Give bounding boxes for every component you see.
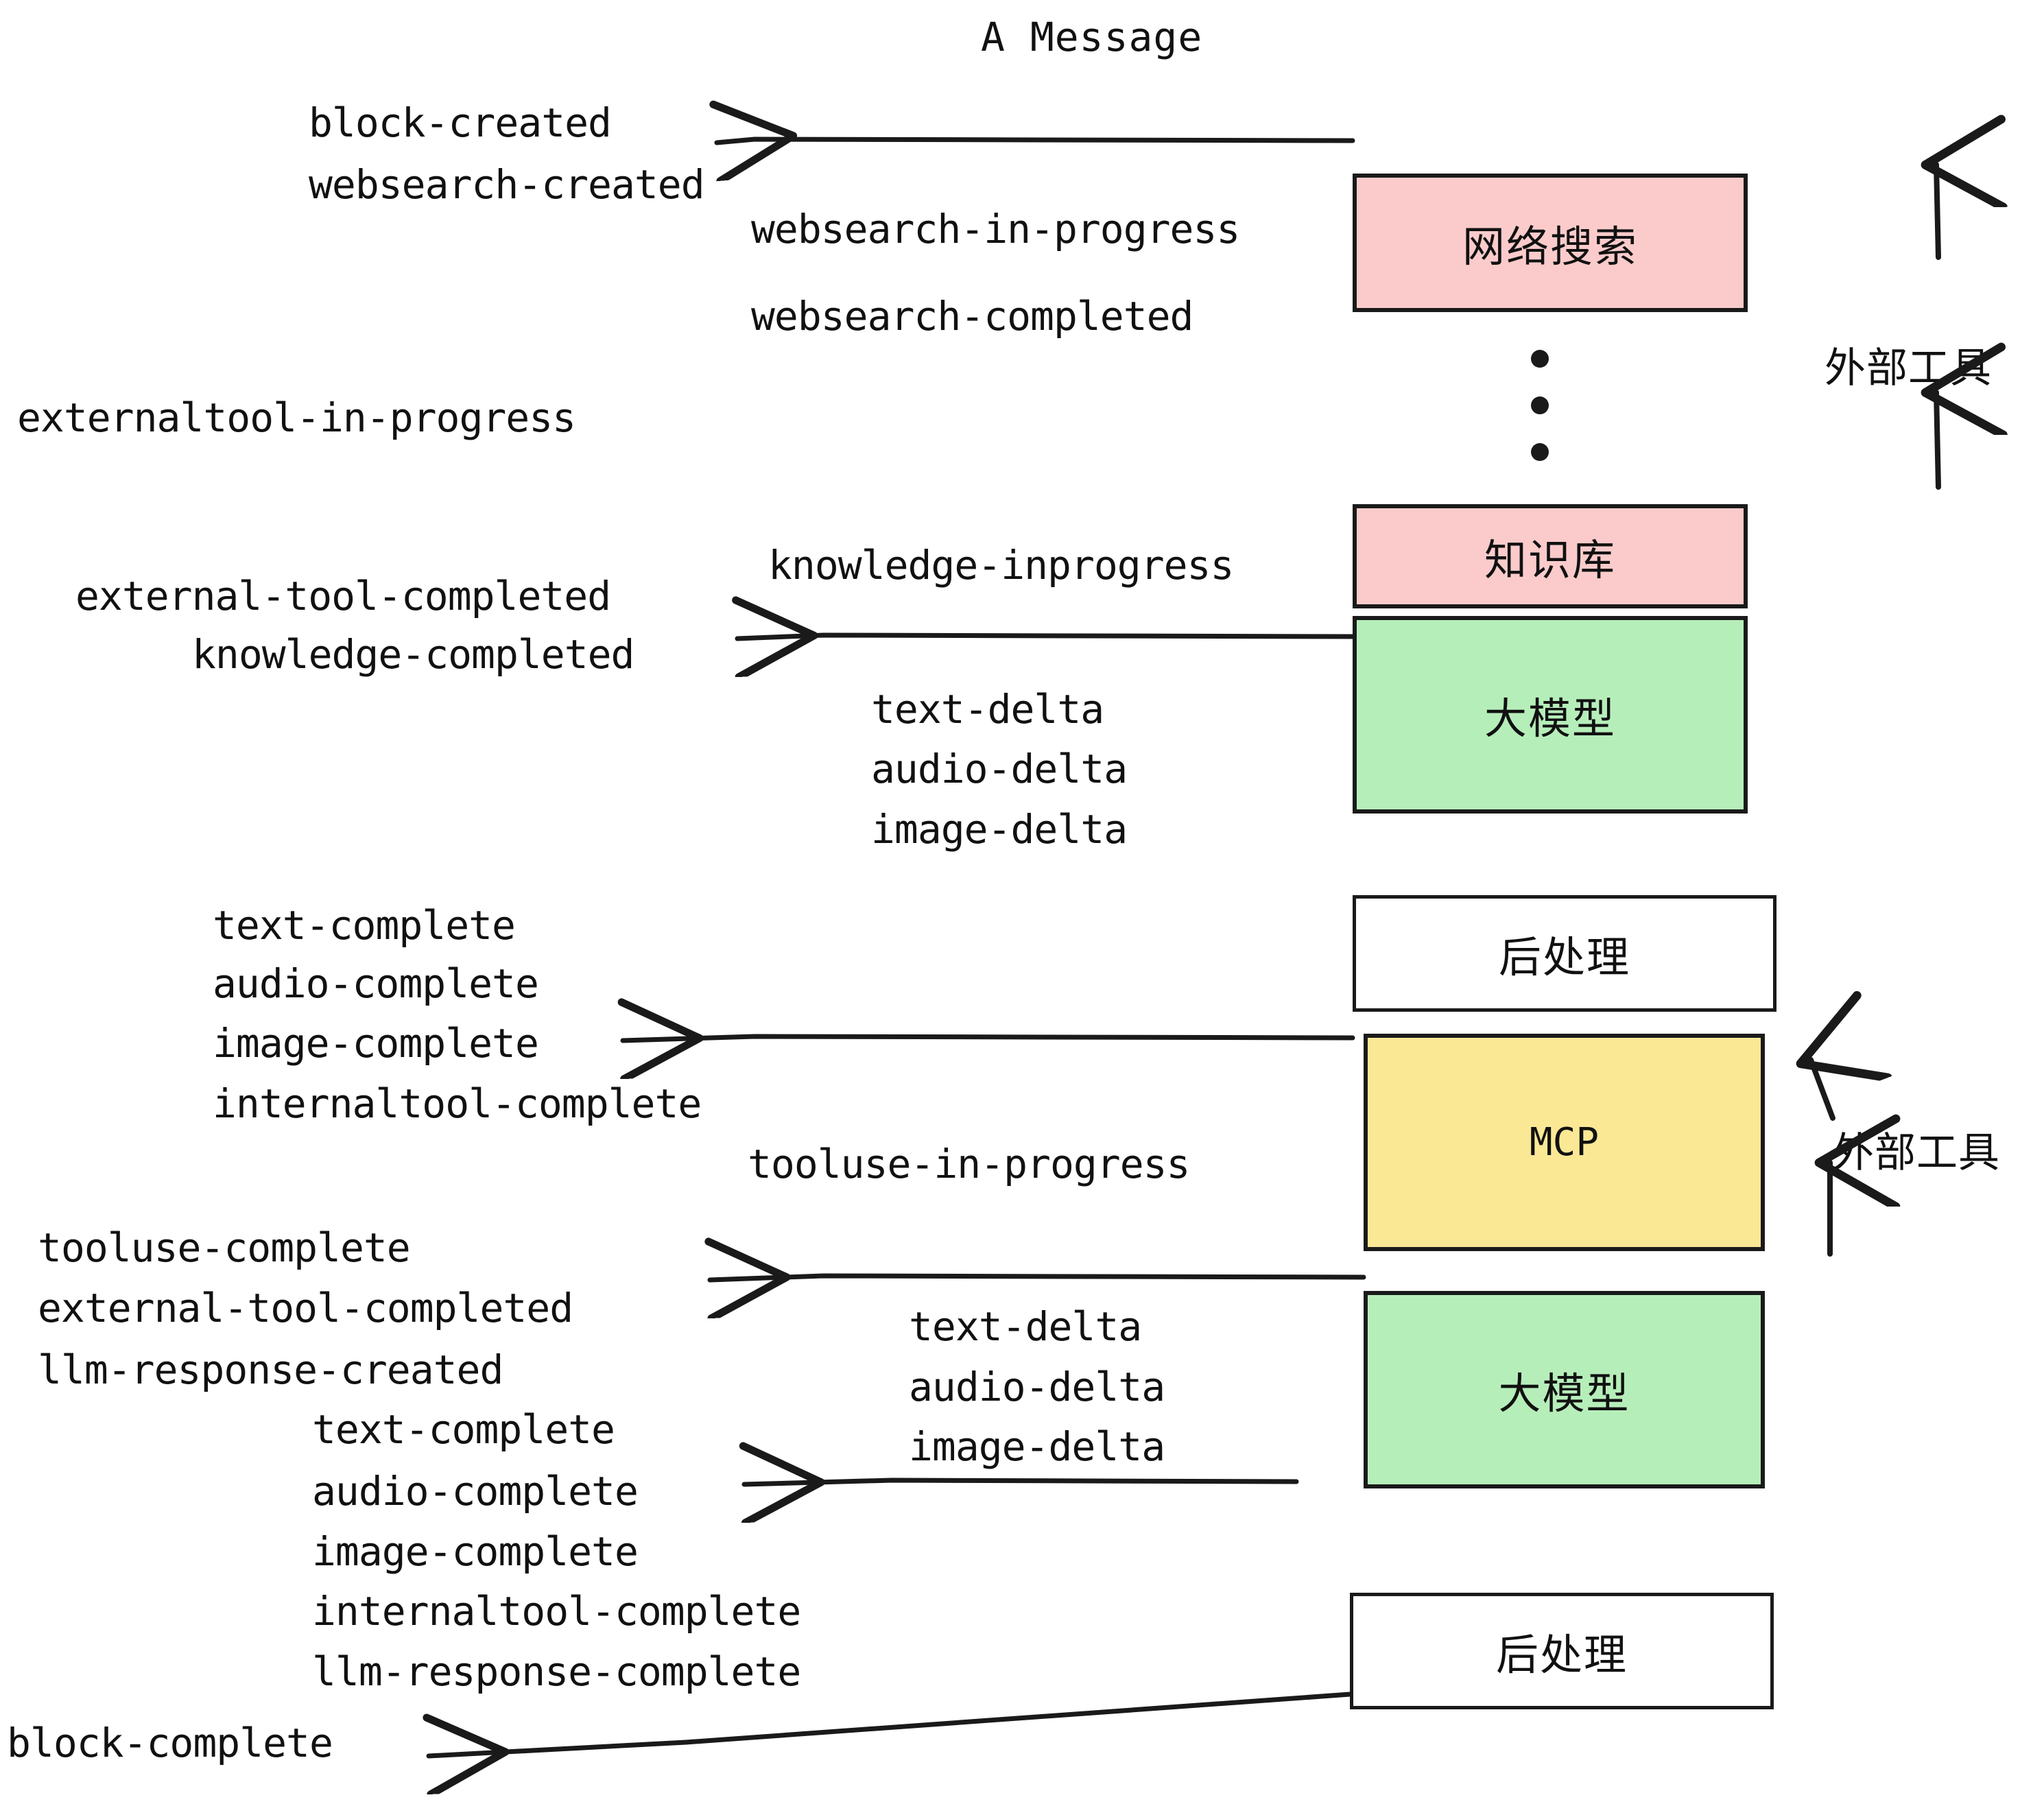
dot bbox=[1531, 396, 1549, 414]
node-llm-2-label: 大模型 bbox=[1498, 1368, 1630, 1419]
arrow-llm2-to-audio-complete bbox=[744, 1480, 1299, 1484]
node-postproc-1[interactable]: 后处理 bbox=[1353, 895, 1776, 1012]
node-postproc-1-label: 后处理 bbox=[1498, 932, 1630, 982]
node-postproc-2[interactable]: 后处理 bbox=[1350, 1593, 1774, 1709]
event-audio-complete-1: audio-complete bbox=[213, 960, 539, 1007]
node-mcp-label: MCP bbox=[1529, 1120, 1600, 1165]
node-llm-1[interactable]: 大模型 bbox=[1353, 616, 1748, 814]
page-title: A Message bbox=[981, 14, 1203, 60]
event-websearch-in-progress: websearch-in-progress bbox=[751, 206, 1240, 252]
event-image-delta-2: image-delta bbox=[909, 1423, 1165, 1470]
dot bbox=[1531, 350, 1549, 368]
event-knowledge-completed: knowledge-completed bbox=[192, 631, 634, 678]
node-websearch-label: 网络搜索 bbox=[1462, 222, 1638, 272]
event-text-complete-1: text-complete bbox=[213, 902, 516, 949]
event-internaltool-complete-1: internaltool-complete bbox=[213, 1080, 702, 1127]
dot bbox=[1531, 443, 1549, 461]
event-websearch-completed: websearch-completed bbox=[751, 293, 1193, 340]
event-llm-response-created: llm-response-created bbox=[38, 1346, 503, 1393]
node-websearch[interactable]: 网络搜索 bbox=[1353, 174, 1748, 312]
node-mcp[interactable]: MCP bbox=[1364, 1034, 1765, 1251]
event-externaltool-in-progress: externaltool-in-progress bbox=[17, 394, 576, 441]
node-llm-2[interactable]: 大模型 bbox=[1364, 1291, 1765, 1488]
event-text-delta-2: text-delta bbox=[909, 1303, 1142, 1350]
event-external-tool-completed-2: external-tool-completed bbox=[38, 1285, 573, 1331]
arrow-external-tools-top-down bbox=[1936, 392, 1938, 490]
arrow-websearch-to-block-created bbox=[717, 139, 1355, 143]
event-text-complete-2: text-complete bbox=[312, 1406, 615, 1453]
event-tooluse-in-progress: tooluse-in-progress bbox=[748, 1141, 1190, 1187]
event-audio-delta-1: audio-delta bbox=[871, 746, 1128, 792]
arrow-external-tools-bottom-up bbox=[1811, 1060, 1833, 1121]
side-label-external-tools-bottom: 外部工具 bbox=[1833, 1129, 2000, 1177]
event-external-tool-completed-1: external-tool-completed bbox=[75, 573, 611, 619]
node-knowledge[interactable]: 知识库 bbox=[1353, 504, 1748, 608]
arrow-mcp-to-tooluse-complete bbox=[710, 1276, 1366, 1280]
event-audio-delta-2: audio-delta bbox=[909, 1364, 1165, 1410]
event-websearch-created: websearch-created bbox=[309, 161, 705, 208]
event-block-created: block-created bbox=[309, 99, 612, 146]
event-text-delta-1: text-delta bbox=[871, 686, 1104, 733]
arrow-knowledge-to-knowledge-completed bbox=[737, 635, 1355, 639]
arrow-external-tools-top-up bbox=[1936, 165, 1938, 260]
node-llm-1-label: 大模型 bbox=[1484, 693, 1616, 744]
event-tooluse-complete: tooluse-complete bbox=[38, 1224, 411, 1271]
event-internaltool-complete-2: internaltool-complete bbox=[312, 1588, 801, 1635]
event-knowledge-inprogress: knowledge-inprogress bbox=[768, 542, 1234, 589]
event-block-complete: block-complete bbox=[7, 1720, 333, 1766]
arrow-postproc2-to-block-complete bbox=[429, 1692, 1353, 1756]
event-audio-complete-2: audio-complete bbox=[312, 1468, 639, 1515]
event-llm-response-complete: llm-response-complete bbox=[312, 1648, 801, 1695]
node-postproc-2-label: 后处理 bbox=[1495, 1630, 1628, 1680]
arrow-postproc1-to-image-complete bbox=[623, 1036, 1355, 1041]
event-image-complete-1: image-complete bbox=[213, 1020, 539, 1067]
node-knowledge-label: 知识库 bbox=[1484, 535, 1616, 585]
event-image-delta-1: image-delta bbox=[871, 806, 1128, 853]
side-label-external-tools-top: 外部工具 bbox=[1825, 344, 1992, 392]
event-image-complete-2: image-complete bbox=[312, 1528, 639, 1575]
